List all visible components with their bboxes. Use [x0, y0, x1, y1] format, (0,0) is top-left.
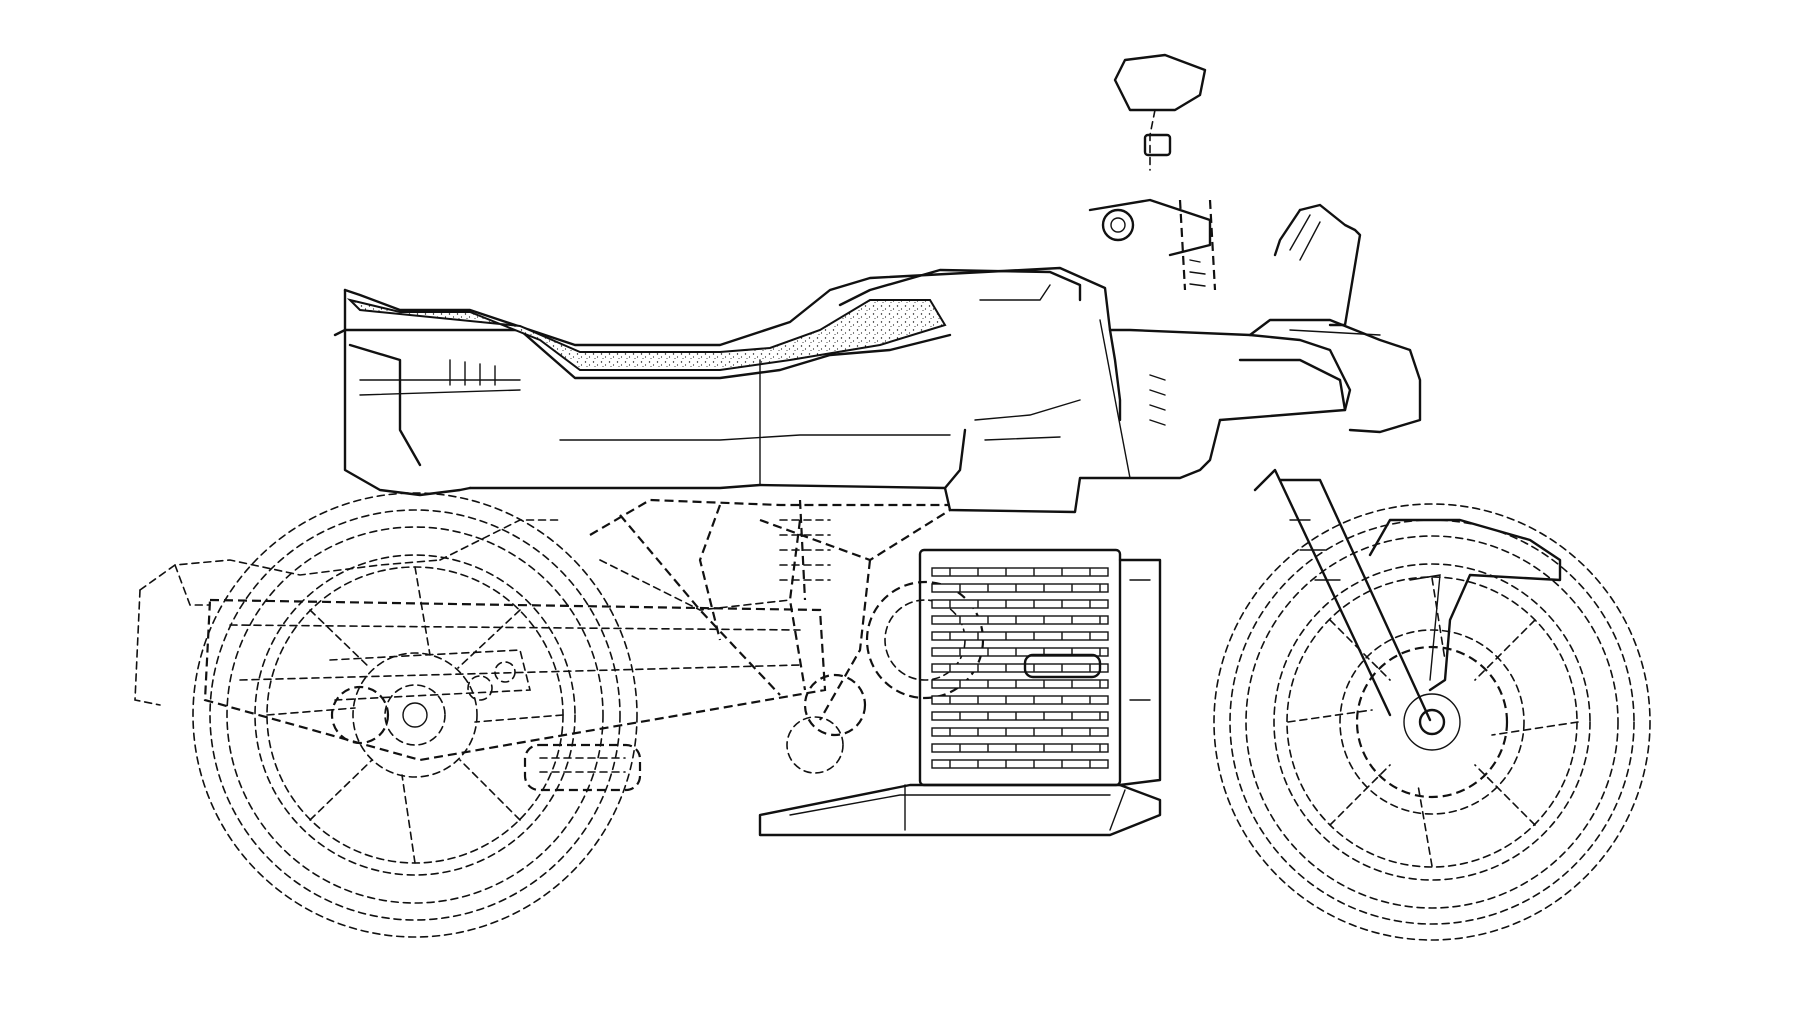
windscreen: [1273, 203, 1362, 327]
battery-fin: [931, 727, 1109, 737]
battery-fin: [931, 647, 1109, 657]
belly-pan: [758, 783, 1162, 837]
frame: [589, 498, 985, 774]
battery-fin: [931, 679, 1109, 689]
battery-fin: [931, 631, 1109, 641]
battery-fin: [931, 599, 1109, 609]
rear-subframe: [134, 519, 561, 706]
battery-fin: [931, 583, 1109, 593]
handlebar-cluster: [1088, 198, 1217, 291]
battery-fin: [931, 663, 1109, 673]
mirror: [1113, 53, 1207, 171]
battery-fin: [931, 695, 1109, 705]
battery-fin: [931, 711, 1109, 721]
battery-pack: [918, 548, 1162, 787]
front-fender: [1368, 518, 1562, 692]
front-fork: [1253, 468, 1432, 722]
rear-wheel: [192, 492, 638, 938]
bodywork: [333, 266, 1422, 514]
battery-fin: [931, 759, 1109, 769]
battery-fin: [931, 567, 1109, 577]
front-wheel: [1213, 503, 1651, 941]
swingarm: [203, 598, 867, 792]
battery-fin: [931, 743, 1109, 753]
battery-fin: [931, 615, 1109, 625]
rear-drivetrain: [329, 649, 532, 701]
